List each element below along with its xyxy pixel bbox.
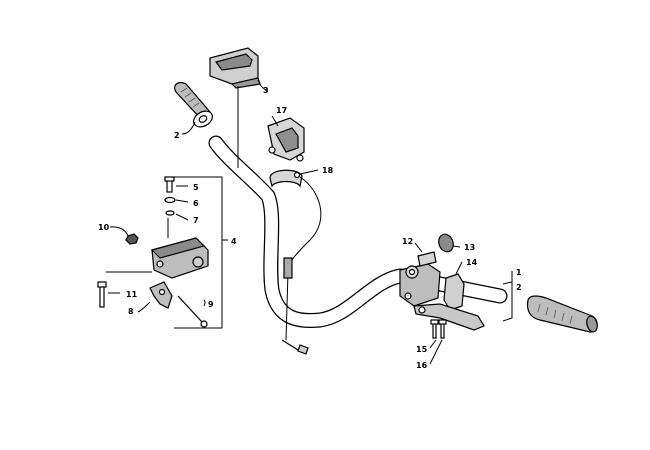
mount-bracket (267, 117, 305, 188)
callout-1: 1 (516, 268, 522, 277)
left-grip (174, 81, 213, 128)
callout-10: 10 (98, 223, 110, 232)
throttle-housing (97, 176, 223, 329)
callout-15: 15 (416, 345, 428, 354)
callout-4: 4 (231, 237, 237, 246)
callout-18: 18 (322, 166, 334, 175)
callout-17: 17 (276, 106, 287, 115)
leader-lines (108, 79, 513, 365)
callout-labels: 1 2 2 3 4 5 6 7 8 9 10 11 12 13 14 15 16… (98, 86, 522, 370)
callout-13: 13 (464, 243, 475, 252)
callout-3: 3 (263, 86, 269, 95)
callout-2-left: 2 (174, 131, 180, 140)
callout-7: 7 (193, 216, 199, 225)
handlebar-pad (209, 47, 261, 168)
throttle-cable (281, 171, 322, 355)
handlebar (208, 135, 508, 328)
callout-6: 6 (193, 199, 199, 208)
callout-14: 14 (466, 258, 478, 267)
callout-8: 8 (128, 307, 134, 316)
callout-12: 12 (402, 237, 413, 246)
callout-9: 9 (208, 300, 214, 309)
brake-assembly (399, 233, 485, 339)
right-grip (526, 295, 598, 333)
callout-5: 5 (193, 183, 199, 192)
callout-16: 16 (416, 361, 428, 370)
callout-11: 11 (126, 290, 138, 299)
callout-2-right: 2 (516, 283, 522, 292)
